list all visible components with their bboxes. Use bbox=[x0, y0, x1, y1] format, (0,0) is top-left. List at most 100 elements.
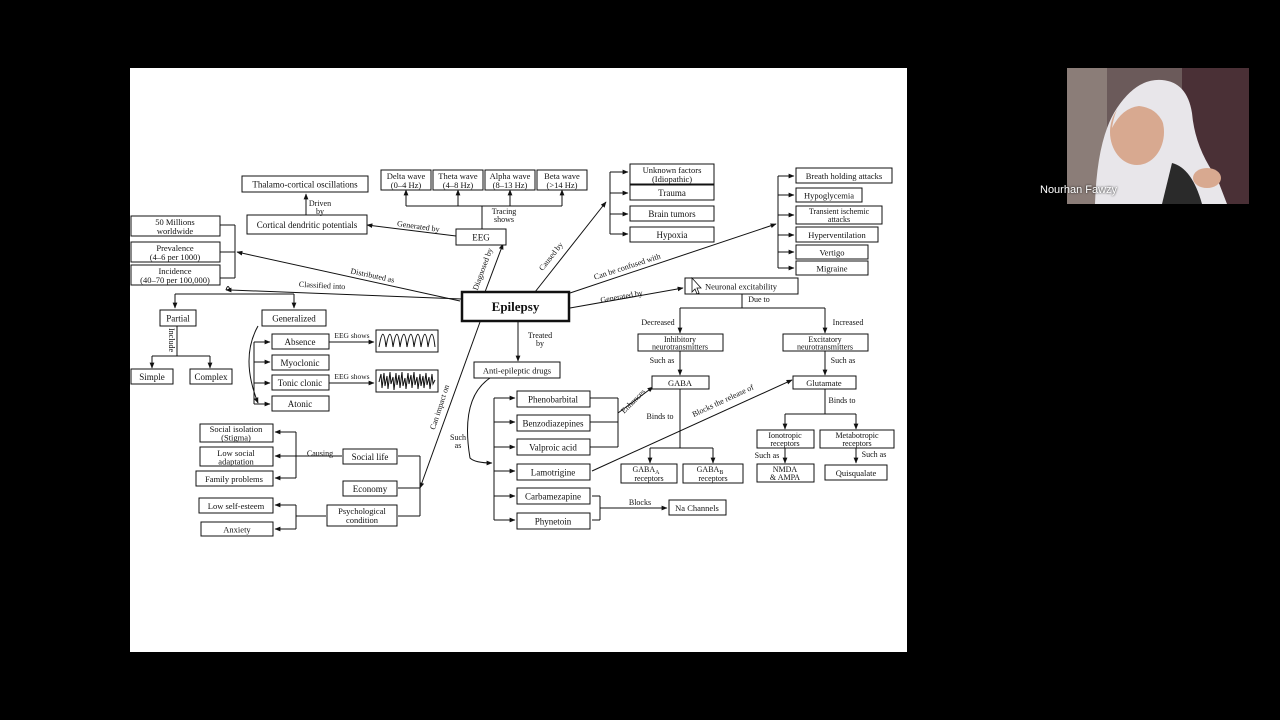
svg-text:Neuronal excitability: Neuronal excitability bbox=[705, 282, 778, 292]
svg-text:Binds to: Binds to bbox=[647, 412, 674, 421]
svg-text:GABAA: GABAA bbox=[632, 465, 660, 476]
svg-text:Vertigo: Vertigo bbox=[819, 248, 844, 258]
connectors bbox=[149, 169, 859, 532]
node-ionotropic: Ionotropic receptors bbox=[756, 429, 815, 449]
node-complex: Complex bbox=[189, 368, 233, 385]
node-hypoxia: Hypoxia bbox=[629, 226, 715, 243]
svg-text:50 Millions: 50 Millions bbox=[155, 217, 194, 227]
svg-text:Theta wave: Theta wave bbox=[438, 171, 478, 181]
svg-text:Social isolation: Social isolation bbox=[210, 424, 263, 434]
node-50-millions: 50 Millions worldwide bbox=[130, 215, 221, 237]
node-carbamezapine: Carbamezapine bbox=[516, 487, 591, 505]
node-excitatory: Excitatory neurotransmitters bbox=[782, 333, 869, 352]
svg-text:shows: shows bbox=[494, 215, 514, 224]
svg-text:Glutamate: Glutamate bbox=[806, 378, 842, 388]
svg-text:receptors: receptors bbox=[842, 439, 871, 448]
svg-text:Social life: Social life bbox=[352, 452, 389, 462]
svg-text:Generated by: Generated by bbox=[600, 288, 644, 304]
participant-video-tile[interactable] bbox=[1067, 68, 1249, 204]
svg-text:Absence: Absence bbox=[285, 337, 316, 347]
node-transient-ischemic: Transient ischemic attacks bbox=[795, 205, 883, 225]
node-myoclonic: Myoclonic bbox=[271, 354, 330, 371]
node-vertigo: Vertigo bbox=[795, 244, 869, 260]
node-simple: Simple bbox=[130, 368, 174, 385]
node-unknown-factors: Unknown factors (Idiopathic) bbox=[629, 163, 715, 185]
svg-text:Enhances: Enhances bbox=[619, 387, 647, 415]
svg-text:(4–6 per 1000): (4–6 per 1000) bbox=[150, 252, 201, 262]
svg-text:Excitatory: Excitatory bbox=[808, 335, 841, 344]
node-migraine: Migraine bbox=[795, 260, 869, 276]
node-metabotropic: Metabotropic receptors bbox=[819, 429, 895, 449]
svg-text:(>14 Hz): (>14 Hz) bbox=[547, 180, 578, 190]
svg-text:Binds to: Binds to bbox=[829, 396, 856, 405]
node-social-isolation: Social isolation (Stigma) bbox=[199, 423, 274, 443]
node-low-self-esteem: Low self-esteem bbox=[198, 497, 274, 514]
svg-text:Hypoxia: Hypoxia bbox=[657, 230, 688, 240]
node-absence: Absence bbox=[271, 333, 330, 350]
node-gaba-a-receptors: GABAA receptors bbox=[620, 463, 678, 484]
svg-text:GABAB: GABAB bbox=[697, 465, 724, 476]
svg-text:(40–70 per 100,000): (40–70 per 100,000) bbox=[140, 275, 210, 285]
node-cortical-dendritic: Cortical dendritic potentials bbox=[246, 214, 368, 235]
svg-text:Diagnosed by: Diagnosed by bbox=[471, 247, 495, 292]
node-na-channels: Na Channels bbox=[668, 499, 727, 516]
node-theta-wave: Theta wave (4–8 Hz) bbox=[432, 169, 484, 191]
node-breath-holding: Breath holding attacks bbox=[795, 167, 893, 184]
svg-text:Carbamezapine: Carbamezapine bbox=[525, 492, 581, 502]
participant-video-feed bbox=[1067, 68, 1249, 204]
svg-text:Classified into: Classified into bbox=[299, 280, 346, 291]
svg-text:Can be confused with: Can be confused with bbox=[593, 252, 662, 282]
svg-text:Generalized: Generalized bbox=[272, 314, 316, 324]
svg-text:Anxiety: Anxiety bbox=[223, 525, 251, 535]
svg-text:Hypoglycemia: Hypoglycemia bbox=[804, 191, 854, 201]
node-delta-wave: Delta wave (0–4 Hz) bbox=[380, 169, 432, 191]
svg-text:Delta wave: Delta wave bbox=[387, 171, 426, 181]
svg-text:Migraine: Migraine bbox=[816, 264, 847, 274]
svg-text:Such as: Such as bbox=[831, 356, 856, 365]
svg-text:Such as: Such as bbox=[755, 451, 780, 460]
node-generalized: Generalized bbox=[261, 309, 327, 327]
svg-text:Simple: Simple bbox=[139, 372, 165, 382]
svg-text:Lamotrigine: Lamotrigine bbox=[531, 468, 576, 478]
svg-text:Partial: Partial bbox=[166, 314, 190, 324]
node-hyperventilation: Hyperventilation bbox=[795, 226, 879, 243]
participant-name-label: Nourhan Fawzy bbox=[1040, 184, 1118, 196]
node-gaba: GABA bbox=[651, 375, 710, 390]
svg-text:Atonic: Atonic bbox=[288, 399, 313, 409]
node-alpha-wave: Alpha wave (8–13 Hz) bbox=[484, 169, 536, 191]
svg-text:Causing: Causing bbox=[307, 449, 333, 458]
svg-text:Psychological: Psychological bbox=[338, 506, 386, 516]
svg-text:(0–4 Hz): (0–4 Hz) bbox=[391, 180, 422, 190]
node-quisqualate: Quisqualate bbox=[824, 464, 888, 481]
svg-text:Such: Such bbox=[450, 433, 466, 442]
svg-text:Decreased: Decreased bbox=[641, 318, 674, 327]
svg-text:Brain tumors: Brain tumors bbox=[648, 209, 696, 219]
node-partial: Partial bbox=[159, 309, 197, 327]
svg-text:worldwide: worldwide bbox=[157, 226, 194, 236]
node-anti-epileptic-drugs: Anti-epileptic drugs bbox=[473, 361, 561, 379]
svg-text:Economy: Economy bbox=[353, 484, 388, 494]
node-atonic: Atonic bbox=[271, 395, 330, 412]
svg-text:neurotransmitters: neurotransmitters bbox=[797, 343, 853, 352]
svg-text:Cortical dendritic potentials: Cortical dendritic potentials bbox=[257, 220, 358, 230]
node-incidence: Incidence (40–70 per 100,000) bbox=[130, 264, 221, 286]
svg-text:& AMPA: & AMPA bbox=[770, 473, 800, 482]
svg-text:NMDA: NMDA bbox=[773, 465, 798, 474]
eeg-absence-trace bbox=[375, 329, 439, 353]
svg-text:Transient ischemic: Transient ischemic bbox=[809, 207, 870, 216]
node-trauma: Trauma bbox=[629, 184, 715, 201]
svg-text:(4–8 Hz): (4–8 Hz) bbox=[443, 180, 474, 190]
svg-text:Breath holding attacks: Breath holding attacks bbox=[806, 171, 882, 181]
svg-text:Such as: Such as bbox=[650, 356, 675, 365]
svg-text:Complex: Complex bbox=[195, 372, 228, 382]
svg-text:Low social: Low social bbox=[217, 448, 255, 458]
node-economy: Economy bbox=[342, 480, 398, 497]
svg-text:Alpha wave: Alpha wave bbox=[490, 171, 531, 181]
svg-text:Due to: Due to bbox=[748, 295, 770, 304]
svg-text:Treated: Treated bbox=[528, 331, 552, 340]
node-nmda-ampa: NMDA & AMPA bbox=[756, 463, 815, 483]
svg-text:EEG: EEG bbox=[472, 233, 490, 243]
svg-text:Inhibitory: Inhibitory bbox=[664, 335, 696, 344]
svg-text:Driven: Driven bbox=[309, 199, 331, 208]
eeg-tonic-clonic-trace bbox=[375, 369, 439, 393]
